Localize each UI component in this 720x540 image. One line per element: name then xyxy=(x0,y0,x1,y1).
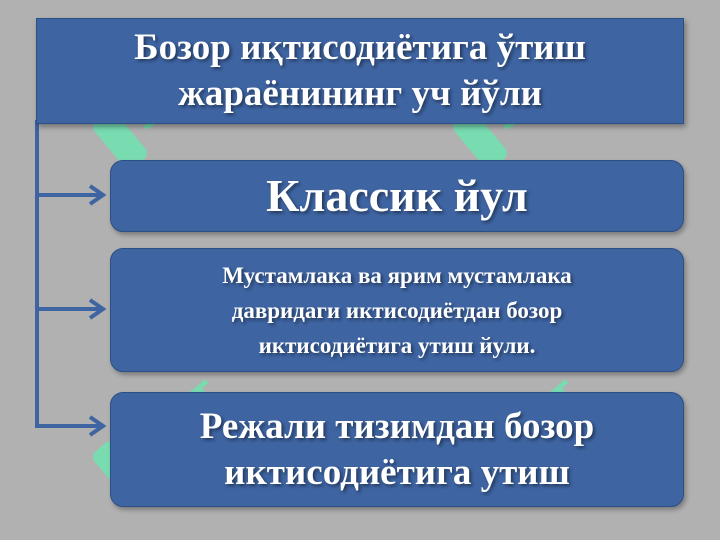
item-text: Классик йул xyxy=(266,170,528,222)
arrow-to-item-3 xyxy=(37,415,107,437)
title-line-1: Бозор иқтисодиётига ўтиш xyxy=(134,27,586,68)
item-box-classic: Классик йул xyxy=(110,160,684,232)
title: Бозор иқтисодиётига ўтиш жараёнининг уч … xyxy=(134,25,586,117)
item-line: иктисодиётига утиш xyxy=(224,451,570,493)
arrow-to-item-1 xyxy=(37,184,107,206)
title-line-2: жараёнининг уч йўли xyxy=(178,73,542,114)
item-text: Режали тизимдан бозор иктисодиётига утиш xyxy=(200,404,594,496)
arrow-to-item-2 xyxy=(37,298,107,320)
item-line: Режали тизимдан бозор xyxy=(199,405,595,447)
title-box: Бозор иқтисодиётига ўтиш жараёнининг уч … xyxy=(36,18,684,124)
item-box-colonial: Мустамлака ва ярим мустамлака давридаги … xyxy=(110,248,684,372)
item-text: Мустамлака ва ярим мустамлака давридаги … xyxy=(222,258,572,363)
item-line: Классик йул xyxy=(266,170,528,221)
item-line: Мустамлака ва ярим мустамлака xyxy=(222,262,572,288)
item-line: давридаги иктисодиётдан бозор xyxy=(231,297,563,323)
item-line: иктисодиётига утиш йули. xyxy=(258,332,536,358)
item-box-planned: Режали тизимдан бозор иктисодиётига утиш xyxy=(110,392,684,507)
